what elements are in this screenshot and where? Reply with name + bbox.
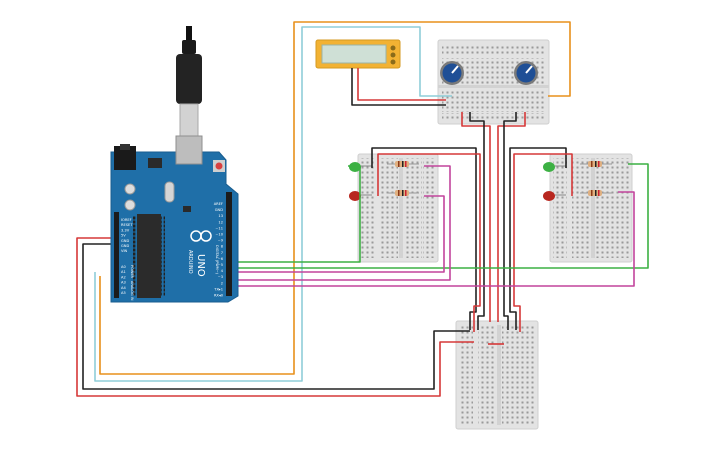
wire-red-outer (76, 237, 474, 397)
wire-right-red (513, 153, 573, 332)
resistor-right-1 (580, 161, 612, 167)
pin-label: RESET (121, 223, 133, 227)
pin-label: A0 (121, 265, 126, 269)
pin-label: 7 (221, 251, 223, 255)
potentiometer-1[interactable] (440, 61, 464, 85)
pin-label: A5 (121, 291, 126, 295)
led-red-left (349, 191, 372, 201)
arduino-model: UNO (195, 254, 206, 277)
led-red-right (543, 191, 566, 201)
pin-label: 4 (221, 269, 224, 273)
digital-header-labels: AREF GND 13 12 ~11 ~10 ~9 8 7 ~6 ~5 4 ~3 2TX▸1RX◂0 (213, 202, 223, 298)
wire-magenta-left (230, 165, 451, 281)
wire-green-right (230, 163, 649, 269)
wires (76, 21, 649, 397)
pin-label: RX◂0 (214, 294, 224, 298)
wire-trunk-black-1 (469, 112, 485, 330)
led-icon (349, 191, 361, 201)
breadboard-right (549, 153, 633, 263)
led-icon (543, 191, 555, 201)
pin-label: ~5 (218, 263, 223, 267)
digital-label: DIGITAL (PWM~) (215, 245, 219, 275)
resistor-right-2 (580, 190, 612, 196)
pin-label: A1 (121, 270, 126, 274)
pin-label: A3 (121, 281, 126, 285)
led-green-right (543, 162, 566, 172)
pin-label: 5V (121, 234, 126, 238)
led-icon (349, 162, 361, 172)
pin-label: GND (121, 244, 129, 248)
led-green-left (349, 162, 372, 172)
wire-trunk-red-1 (461, 112, 491, 322)
pin-label: 13 (218, 214, 223, 218)
pin-label: ~9 (218, 239, 224, 243)
wire-green-left (230, 165, 361, 263)
lcd-display (315, 39, 401, 69)
wire-right-black (509, 147, 567, 330)
pin-label: ~6 (218, 257, 224, 261)
wire-cyan (94, 26, 452, 382)
pin-label: ~11 (215, 226, 223, 230)
led-icon (543, 162, 555, 172)
wire-lcd-red (357, 68, 446, 101)
pin-label: GND (121, 239, 129, 243)
pin-label: TX▸1 (213, 287, 223, 291)
wire-magenta-mid (230, 195, 445, 273)
pin-label: ~10 (215, 233, 223, 237)
wire-orange (99, 21, 571, 375)
analog-label: ANALOG IN (130, 281, 134, 301)
pin-label: GND (215, 208, 223, 212)
arduino-brand: ARDUINO (187, 250, 193, 274)
wire-left-red (377, 153, 481, 332)
pin-label: IOREF (121, 218, 132, 222)
resistor-left-2 (387, 190, 419, 196)
pin-label: A4 (121, 286, 126, 290)
pin-label: ~3 (218, 275, 223, 279)
pin-label: A2 (121, 275, 126, 279)
resistor-left-1 (387, 161, 419, 167)
arduino-uno: ARDUINO UNO POWER ANALOG IN DIGITAL (PWM… (110, 26, 239, 303)
wire-trunk-black-2 (503, 112, 517, 330)
pin-label: 12 (218, 220, 223, 224)
pin-label: 3.3V (121, 228, 130, 232)
breadboard-bottom (455, 320, 539, 430)
pin-label: VIN (121, 249, 128, 253)
potentiometer-2[interactable] (514, 61, 538, 85)
wire-trunk-red-2 (497, 112, 526, 322)
wire-black-outer (82, 243, 470, 390)
usb-plug-icon (186, 26, 192, 40)
wire-magenta-right (230, 191, 635, 287)
wire-lcd-black (351, 68, 446, 106)
breadboard-left (357, 153, 439, 263)
pin-label: 2 (221, 281, 223, 285)
pin-label: AREF (214, 202, 223, 206)
power-label: POWER (130, 265, 134, 279)
wire-left-black (371, 147, 477, 330)
pin-label: 8 (221, 245, 224, 249)
